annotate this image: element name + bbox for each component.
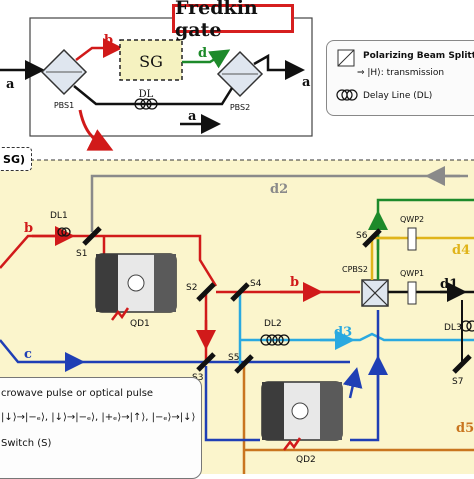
label-qd1: QD1 [130, 319, 150, 329]
beam-b-main [0, 234, 218, 287]
pbs-legend-icon [337, 49, 355, 67]
label-qwp2: QWP2 [400, 215, 424, 224]
label-pbs2: PBS2 [230, 103, 250, 112]
sg-box [119, 39, 183, 81]
delay-legend-icon [336, 89, 358, 101]
label-d-top: d [198, 46, 207, 61]
label-a-in: a [6, 77, 15, 92]
label-a-out: a [302, 75, 311, 90]
pulse-line2: |↓⟩→|−ₑ⟩, |↓⟩→|−ₑ⟩, |+ₑ⟩→|↑⟩, |−ₑ⟩→|↓⟩ [1, 412, 196, 423]
beam-a-lower [73, 85, 234, 106]
beam-b-top [75, 38, 123, 61]
cpbs2-icon [361, 279, 389, 307]
beam-d3 [238, 292, 474, 366]
pulse-legend: crowave pulse or optical pulse |↓⟩→|−ₑ⟩,… [0, 377, 202, 479]
label-s4: S4 [250, 279, 262, 289]
label-cpbs2: CPBS2 [342, 265, 368, 274]
label-b2: b [290, 275, 299, 290]
label-sg: SG [139, 52, 163, 71]
switch-s6 [362, 228, 382, 248]
label-d2: d2 [270, 182, 288, 197]
label-d3: d3 [334, 325, 352, 340]
label-qd2: QD2 [296, 455, 316, 465]
qwp2-icon [407, 227, 417, 251]
qd1-device [95, 253, 177, 321]
switch-s5 [234, 354, 254, 374]
label-pbs1: PBS1 [54, 101, 74, 110]
switch-s4 [230, 282, 250, 302]
legend-delay: Delay Line (DL) [363, 91, 433, 101]
label-c: c [24, 347, 32, 362]
label-s6: S6 [356, 231, 368, 241]
qd2-device [261, 381, 343, 451]
delay-line-icon [134, 98, 158, 110]
pbs1-icon [40, 48, 88, 96]
legend-pbs: Polarizing Beam Splitt [363, 51, 474, 61]
label-s5: S5 [228, 353, 239, 363]
label-s2: S2 [186, 283, 197, 293]
label-b1: b [24, 221, 33, 236]
label-dl1: DL1 [50, 211, 68, 221]
beam-blue-qd2 [204, 366, 260, 442]
label-s1: S1 [76, 249, 87, 259]
dl2-icon [260, 334, 290, 346]
beam-d-top [182, 49, 231, 69]
label-s7: S7 [452, 377, 463, 387]
label-d1: d1 [440, 277, 458, 292]
beam-d2 [90, 174, 468, 232]
diagram-title: Fredkin gate [172, 0, 294, 41]
label-b-top: b [104, 33, 113, 48]
beam-green [376, 198, 474, 280]
dl1-icon [57, 227, 71, 237]
expand-arrow [78, 109, 114, 151]
switch-s2 [196, 282, 216, 302]
legend-transmission: ⇒ |H⟩: transmission [357, 68, 445, 78]
label-qwp1: QWP1 [400, 269, 424, 278]
sg-tab: SG) [0, 147, 32, 171]
label-dl3: DL3 [444, 323, 462, 333]
switch-s1 [82, 226, 102, 246]
beam-blue-up [350, 310, 380, 442]
pbs2-icon [216, 50, 264, 98]
label-d4: d4 [452, 243, 470, 258]
pulse-line1: crowave pulse or optical pulse [1, 388, 154, 399]
switch-s7 [452, 354, 472, 374]
qwp1-icon [407, 281, 417, 305]
label-dl2: DL2 [264, 319, 282, 329]
beam-c [0, 339, 350, 364]
pulse-line3: Switch (S) [1, 438, 52, 449]
label-a-low: a [188, 109, 197, 124]
beam-a-out [253, 53, 305, 80]
switch-s3 [196, 352, 216, 372]
label-d5: d5 [456, 421, 474, 436]
legend: Polarizing Beam Splitt ⇒ |H⟩: transmissi… [326, 40, 474, 116]
label-dl: DL [139, 89, 154, 100]
